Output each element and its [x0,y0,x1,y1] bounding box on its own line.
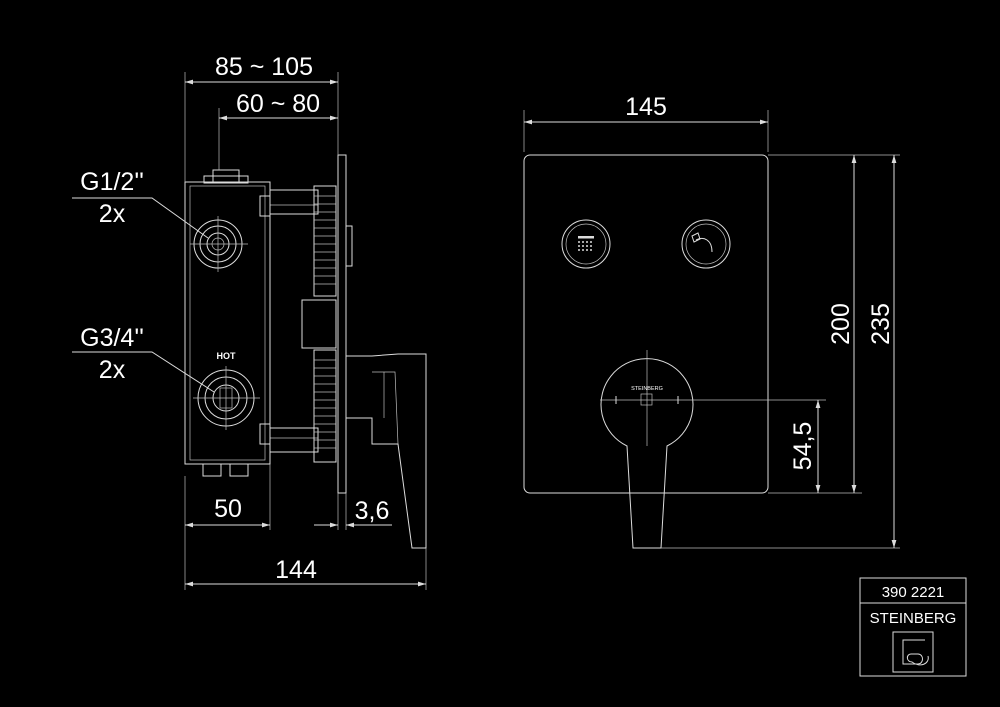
article-number: 390 2221 [882,584,945,601]
connection-qty-small: 2x [99,200,126,228]
cover-plate [523,154,769,494]
dim-lever-axis: 54,5 [789,422,817,471]
dim-total-height: 235 [867,303,895,345]
connection-size-large: G3/4'' [80,324,144,352]
wall-plate-side [337,154,347,494]
dim-body-width: 50 [214,495,242,523]
hot-label: HOT [217,351,237,361]
lever-handle-front: STEINBERG [600,350,694,549]
button-shower-head [561,219,611,269]
side-view: HOT G1/2'' 2x G3/4'' 2x 85 ~ 105 60 ~ 80… [72,53,427,590]
dim-total-depth: 144 [275,556,317,584]
fitting-g12 [190,216,248,272]
dim-inner-depth: 60 ~ 80 [236,90,320,118]
valve-body [184,181,271,465]
dim-plate-height: 200 [827,303,855,345]
front-view: STEINBERG 145 200 235 54,5 [523,93,900,549]
lever-handle-side [346,353,427,549]
dim-plate-width: 145 [625,93,667,121]
shower-head-icon [578,236,594,251]
connection-size-small: G1/2'' [80,168,144,196]
dim-plate-thickness: 3,6 [355,497,390,525]
dim-overall-depth: 85 ~ 105 [215,53,313,81]
fitting-g34 [193,366,260,430]
button-hand-shower [681,219,731,269]
steinberg-logo-icon [892,631,934,673]
ribbed-sleeve [301,185,337,463]
connection-qty-large: 2x [99,356,126,384]
title-block-brand: STEINBERG [870,610,957,627]
handle-brand: STEINBERG [631,386,663,392]
title-block: 390 2221 STEINBERG [859,577,967,677]
hand-shower-icon [691,232,713,253]
